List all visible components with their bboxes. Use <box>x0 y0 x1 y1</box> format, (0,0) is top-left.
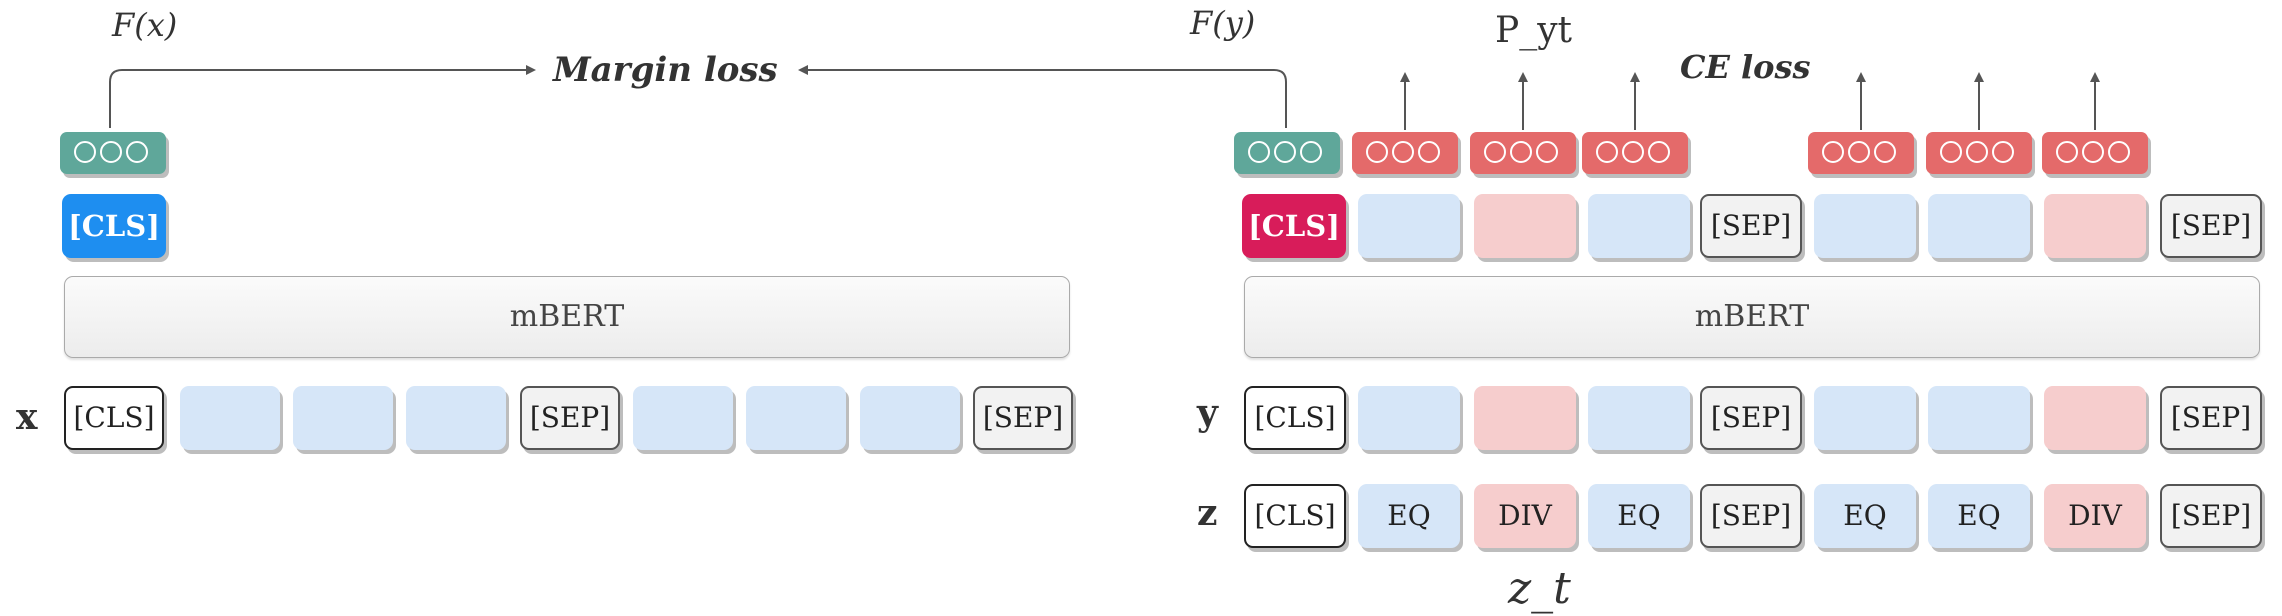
x-token-cls: [CLS] <box>64 386 164 450</box>
vector-icon-token <box>1470 132 1576 174</box>
vector-circle <box>126 141 148 163</box>
row-label-z: z <box>1197 492 1218 534</box>
vector-circle <box>1274 141 1296 163</box>
y-token-pink <box>1474 386 1576 450</box>
cls-output-right: [CLS] <box>1242 194 1346 258</box>
vector-circle <box>2082 141 2104 163</box>
vector-icon-token <box>1582 132 1688 174</box>
f-x-label: F(x) <box>112 6 178 44</box>
vector-icon-token <box>1808 132 1914 174</box>
vector-circle <box>1248 141 1270 163</box>
y-token-blue <box>1358 386 1460 450</box>
out-token-pink <box>1474 194 1576 258</box>
vector-circle <box>1822 141 1844 163</box>
margin-arrow-right <box>798 65 1287 128</box>
out-token-blue <box>1928 194 2030 258</box>
out-token-blue <box>1814 194 1916 258</box>
vector-circle <box>1510 141 1532 163</box>
vector-circle <box>1366 141 1388 163</box>
vector-circle <box>1596 141 1618 163</box>
row-label-x: x <box>16 396 38 438</box>
out-token-pink <box>2044 194 2146 258</box>
x-token-blue <box>180 386 280 450</box>
x-token-blue <box>633 386 733 450</box>
ce-output-arrows <box>1400 72 2100 130</box>
z-token-sep: [SEP] <box>2160 484 2262 548</box>
margin-loss-label: Margin loss <box>553 50 778 90</box>
x-token-blue <box>860 386 960 450</box>
vector-circle <box>1966 141 1988 163</box>
y-token-sep: [SEP] <box>1700 386 1802 450</box>
vector-circle <box>2056 141 2078 163</box>
z-token-blue: EQ <box>1358 484 1460 548</box>
vector-icon-token <box>1352 132 1458 174</box>
z-token-pink: DIV <box>2044 484 2146 548</box>
encoder-label: mBERT <box>1694 299 1810 334</box>
out-token-sep: [SEP] <box>1700 194 1802 258</box>
x-token-blue <box>406 386 506 450</box>
vector-circle <box>1874 141 1896 163</box>
y-token-sep: [SEP] <box>2160 386 2262 450</box>
out-token-blue <box>1358 194 1460 258</box>
cls-output-left: [CLS] <box>62 194 166 258</box>
y-token-blue <box>1814 386 1916 450</box>
ce-loss-label: CE loss <box>1680 48 1811 86</box>
x-token-sep: [SEP] <box>520 386 620 450</box>
vector-icon-token <box>2042 132 2148 174</box>
z-token-cls: [CLS] <box>1244 484 1346 548</box>
vector-circle <box>1648 141 1670 163</box>
encoder-label: mBERT <box>509 299 625 334</box>
vector-circle <box>1392 141 1414 163</box>
z-token-blue: EQ <box>1928 484 2030 548</box>
vector-circle <box>1848 141 1870 163</box>
vector-circle <box>1992 141 2014 163</box>
z-token-sep: [SEP] <box>1700 484 1802 548</box>
f-y-label: F(y) <box>1190 4 1256 42</box>
margin-arrow-left <box>109 65 536 128</box>
vector-circle <box>1418 141 1440 163</box>
z-token-blue: EQ <box>1588 484 1690 548</box>
vector-circle <box>1484 141 1506 163</box>
vector-circle <box>1536 141 1558 163</box>
vector-circle <box>74 141 96 163</box>
z-token-blue: EQ <box>1814 484 1916 548</box>
y-token-pink <box>2044 386 2146 450</box>
y-token-blue <box>1928 386 2030 450</box>
mbert-encoder-left: mBERT <box>64 276 1070 358</box>
vector-circle <box>1940 141 1962 163</box>
z-t-label: z_t <box>1508 563 1571 614</box>
vector-icon-right-cls <box>1234 132 1340 174</box>
vector-circle <box>2108 141 2130 163</box>
z-token-pink: DIV <box>1474 484 1576 548</box>
x-token-blue <box>746 386 846 450</box>
y-token-blue <box>1588 386 1690 450</box>
x-token-blue <box>293 386 393 450</box>
vector-icon-left-cls <box>60 132 166 174</box>
vector-circle <box>1622 141 1644 163</box>
x-token-sep: [SEP] <box>973 386 1073 450</box>
vector-circle <box>1300 141 1322 163</box>
out-token-blue <box>1588 194 1690 258</box>
y-token-cls: [CLS] <box>1244 386 1346 450</box>
mbert-encoder-right: mBERT <box>1244 276 2260 358</box>
vector-circle <box>100 141 122 163</box>
prob-label: P_yt <box>1495 10 1573 51</box>
vector-icon-token <box>1926 132 2032 174</box>
out-token-sep: [SEP] <box>2160 194 2262 258</box>
row-label-y: y <box>1197 392 1218 434</box>
